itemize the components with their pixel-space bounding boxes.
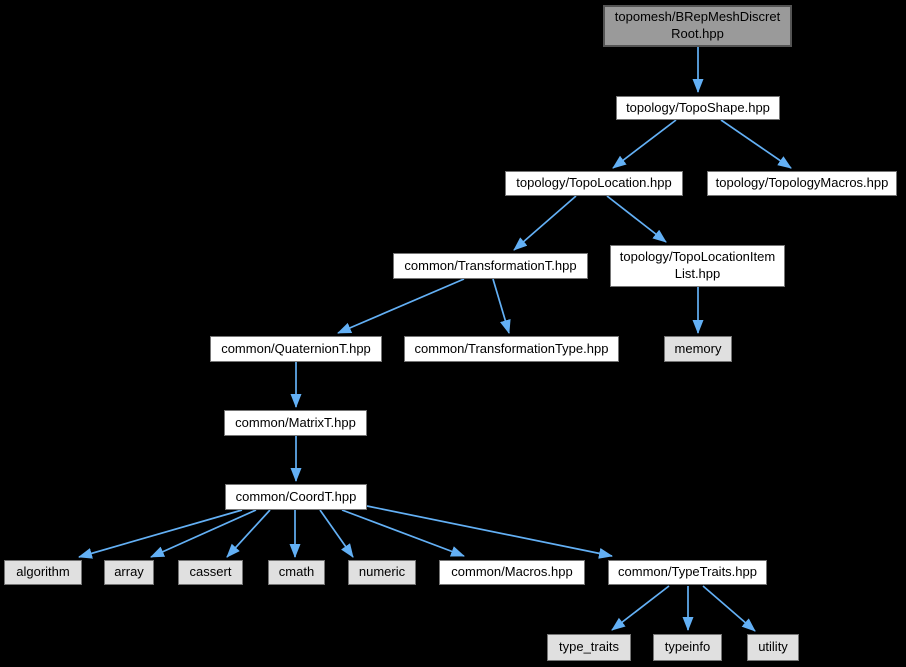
node-cassert: cassert [178,560,243,585]
edge-coordt-cassert [226,509,271,558]
node-label: array [114,564,144,580]
edge-transformationt-transformationtype [492,278,511,334]
edge-toposhape-topologymacros [720,119,792,169]
node-topologymacros-hpp[interactable]: topology/TopologyMacros.hpp [707,171,897,196]
node-label-line: topology/TopoLocationItem [619,249,776,265]
edge-coordt-array [150,509,257,558]
node-transformationtype-hpp[interactable]: common/TransformationType.hpp [404,336,619,362]
node-label: topology/TopoShape.hpp [626,99,770,115]
edge-coordt-typetraits [366,505,613,559]
node-label: cassert [189,564,232,580]
node-label: common/CoordT.hpp [235,488,357,504]
node-label: algorithm [16,564,70,580]
edge-coordt-macros [341,509,465,557]
edge-topolocation-topolocationitemlist [606,195,667,243]
node-toposhape-hpp[interactable]: topology/TopoShape.hpp [616,96,780,120]
node-topolocation-hpp[interactable]: topology/TopoLocation.hpp [505,171,683,196]
node-label: numeric [358,564,406,580]
node-label: typeinfo [664,639,711,655]
node-label: common/Macros.hpp [451,564,573,580]
edge-topolocation-transformationt [513,195,577,251]
node-label: common/QuaternionT.hpp [221,340,371,356]
node-numeric: numeric [348,560,416,585]
node-label-line: Root.hpp [671,26,724,41]
node-label: type_traits [559,639,619,655]
edge-typetraits-type-traits [611,585,670,631]
node-topolocationitemlist-hpp[interactable]: topology/TopoLocationItem List.hpp [610,245,785,287]
node-cmath: cmath [268,560,325,585]
node-label: cmath [278,564,315,580]
node-label: topology/TopoLocation.hpp [516,175,672,191]
node-brepmeshdiscretroot-hpp: topomesh/BRepMeshDiscret Root.hpp [603,5,792,47]
node-transformationt-hpp[interactable]: common/TransformationT.hpp [393,253,588,279]
edge-toposhape-topolocation [612,119,677,169]
edge-typetraits-utility [702,585,756,632]
node-typeinfo: typeinfo [653,634,722,661]
edge-transformationt-quaterniont [337,278,465,334]
node-type-traits: type_traits [547,634,631,661]
node-label: common/TransformationType.hpp [414,340,609,356]
edge-coordt-numeric [319,509,354,558]
node-memory: memory [664,336,732,362]
node-macros-hpp[interactable]: common/Macros.hpp [439,560,585,585]
node-label-line: List.hpp [674,266,721,281]
node-array: array [104,560,154,585]
node-label: memory [674,340,722,356]
node-label-line: topomesh/BRepMeshDiscret [614,9,781,25]
node-label: topology/TopologyMacros.hpp [715,175,889,191]
node-typetraits-hpp[interactable]: common/TypeTraits.hpp [608,560,767,585]
node-quaterniont-hpp[interactable]: common/QuaternionT.hpp [210,336,382,362]
node-label: common/MatrixT.hpp [235,414,356,430]
node-utility: utility [747,634,799,661]
edge-coordt-algorithm [78,509,243,559]
node-algorithm: algorithm [4,560,82,585]
node-matrixt-hpp[interactable]: common/MatrixT.hpp [224,410,367,436]
node-label: common/TransformationT.hpp [404,257,577,273]
node-coordt-hpp[interactable]: common/CoordT.hpp [225,484,367,510]
node-label: utility [758,639,788,655]
node-label: common/TypeTraits.hpp [618,564,757,580]
